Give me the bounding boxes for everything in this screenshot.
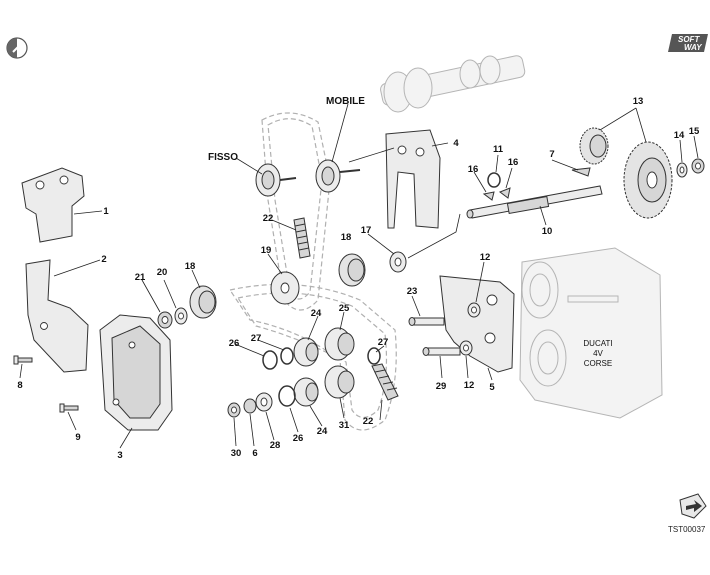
part-11-ring xyxy=(487,172,501,188)
part-18-pulley-lower xyxy=(189,285,217,319)
label-part-26-lower: 26 xyxy=(293,433,304,444)
label-part-30: 30 xyxy=(231,448,242,459)
label-part-25: 25 xyxy=(339,303,350,314)
part-13-gear-large xyxy=(623,141,673,219)
label-part-5: 5 xyxy=(489,382,495,393)
label-part-22-upper: 22 xyxy=(263,213,274,224)
fixed-pulley xyxy=(255,163,297,197)
engine-label-3: CORSE xyxy=(584,359,612,368)
label-part-21: 21 xyxy=(135,272,146,283)
label-part-12-upper: 12 xyxy=(480,252,491,263)
half-circle-badge-icon xyxy=(6,37,28,59)
label-part-28: 28 xyxy=(270,440,281,451)
part-19-washer xyxy=(270,271,300,305)
label-part-10: 10 xyxy=(542,226,553,237)
label-part-8: 8 xyxy=(17,380,22,391)
label-part-11: 11 xyxy=(493,144,504,155)
label-part-12-lower: 12 xyxy=(464,380,475,391)
part-22-belt-section-upper xyxy=(293,217,311,259)
part-24-roller-upper xyxy=(293,337,319,367)
logo-line1: SOFT xyxy=(678,35,700,44)
part-31-roller xyxy=(324,365,355,399)
part-27-ring-upper xyxy=(280,347,294,365)
label-part-1: 1 xyxy=(103,206,109,217)
label-part-15: 15 xyxy=(689,126,700,137)
label-part-27-upper: 27 xyxy=(251,333,262,344)
label-part-29: 29 xyxy=(436,381,447,392)
next-page-arrow-icon[interactable] xyxy=(679,493,707,519)
label-part-16-left: 16 xyxy=(468,164,479,175)
part-16-key-right xyxy=(498,187,511,199)
part-27-ring-lower xyxy=(367,347,381,365)
logo-line2: WAY xyxy=(684,43,702,52)
label-part-23: 23 xyxy=(407,286,418,297)
leader-lines xyxy=(19,103,699,449)
label-part-9: 9 xyxy=(75,432,80,443)
part-14-washer xyxy=(676,162,688,178)
part-6-nut xyxy=(243,398,257,414)
part-30-nut xyxy=(227,402,241,418)
label-part-24-upper: 24 xyxy=(311,308,322,319)
label-part-20: 20 xyxy=(157,267,168,278)
label-part-3: 3 xyxy=(117,450,122,461)
part-21-nut xyxy=(157,311,173,329)
drawing-code: TST00037 xyxy=(668,525,706,534)
part-28-bushing xyxy=(255,392,273,412)
part-17-spacer xyxy=(389,251,407,273)
part-23-stud xyxy=(408,317,445,326)
label-mobile: MOBILE xyxy=(326,96,365,107)
label-part-24-lower: 24 xyxy=(317,426,328,437)
label-part-27-lower: 27 xyxy=(378,337,389,348)
part-25-roller xyxy=(324,327,355,361)
part-labels: 1 2 3 4 5 6 7 8 9 10 11 12 12 13 14 15 1… xyxy=(17,96,700,461)
part-3-lower-cover xyxy=(99,314,173,431)
part-2-bracket-cover xyxy=(25,259,89,373)
label-part-31: 31 xyxy=(339,420,350,431)
part-1-upper-cover xyxy=(21,167,85,243)
mobile-pulley xyxy=(315,159,361,193)
label-part-17: 17 xyxy=(361,225,372,236)
label-part-7: 7 xyxy=(549,149,554,160)
label-part-16-right: 16 xyxy=(508,157,519,168)
part-26-ring-lower xyxy=(278,385,296,407)
part-4-upper-plate xyxy=(385,129,441,229)
softway-logo-icon: SOFT WAY xyxy=(668,34,708,52)
label-part-19: 19 xyxy=(261,245,272,256)
part-5-lower-plate xyxy=(439,275,515,373)
label-part-4: 4 xyxy=(453,138,459,149)
label-part-6: 6 xyxy=(252,448,257,459)
camshaft-ghost xyxy=(380,55,526,113)
part-26-ring-upper xyxy=(262,350,278,370)
label-part-18-lower: 18 xyxy=(185,261,196,272)
part-18-pulley-upper xyxy=(338,253,366,287)
engine-label-2: 4V xyxy=(593,349,603,358)
part-29-stud xyxy=(422,347,461,356)
part-12-washer-lower xyxy=(459,340,473,356)
part-10-shaft xyxy=(466,185,603,219)
label-part-13: 13 xyxy=(633,96,644,107)
engine-label-1: DUCATI xyxy=(583,339,612,348)
label-fisso: FISSO xyxy=(208,152,238,163)
label-part-14: 14 xyxy=(674,130,685,141)
part-15-nut xyxy=(691,158,705,174)
label-part-22-lower: 22 xyxy=(363,416,374,427)
cylinder-head-ghost: DUCATI 4V CORSE xyxy=(519,247,663,419)
part-9-screw xyxy=(59,403,79,413)
label-part-26-upper: 26 xyxy=(229,338,240,349)
part-12-washer-upper xyxy=(467,302,481,318)
label-part-2: 2 xyxy=(101,254,106,265)
part-20-washer xyxy=(174,307,188,325)
part-13-gear-small xyxy=(579,127,609,165)
label-part-18-upper: 18 xyxy=(341,232,352,243)
part-7-key xyxy=(571,167,591,177)
part-8-screw xyxy=(13,355,33,365)
part-22-belt-section-lower xyxy=(371,363,399,401)
part-16-key-left xyxy=(482,191,495,201)
part-24-roller-lower xyxy=(293,377,319,407)
